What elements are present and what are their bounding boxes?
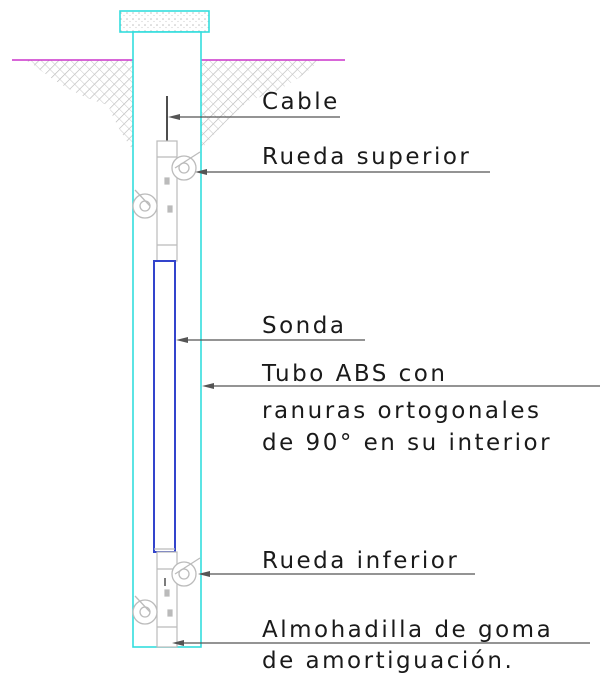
soil-hatch-left [20, 60, 133, 150]
leader-probe [176, 337, 365, 343]
label-pad-line2: de amortiguación. [262, 648, 514, 674]
leader-cable [168, 114, 340, 120]
upper-wheel-left [132, 189, 158, 219]
probe-body [153, 260, 176, 553]
label-probe: Sonda [262, 313, 346, 339]
leader-lower-wheel [198, 571, 475, 577]
leader-pad [172, 640, 590, 646]
label-tube-line1: Tubo ABS con [261, 361, 447, 387]
label-pad-line1: Almohadilla de goma [262, 617, 553, 643]
label-tube-line2: ranuras ortogonales [262, 398, 542, 424]
lower-wheel-right [171, 557, 201, 587]
leader-tube [202, 383, 600, 389]
label-lower-wheel: Rueda inferior [262, 548, 459, 574]
soil-hatch-right [201, 60, 320, 150]
label-cable: Cable [262, 89, 340, 115]
label-tube-line3: de 90° en su interior [262, 430, 552, 456]
upper-carriage [156, 140, 178, 262]
label-upper-wheel: Rueda superior [262, 144, 471, 170]
tube-cap [119, 10, 210, 33]
leader-upper-wheel [195, 169, 490, 175]
lower-carriage [156, 551, 178, 648]
upper-wheel-right [171, 151, 201, 181]
lower-wheel-left [132, 595, 158, 625]
